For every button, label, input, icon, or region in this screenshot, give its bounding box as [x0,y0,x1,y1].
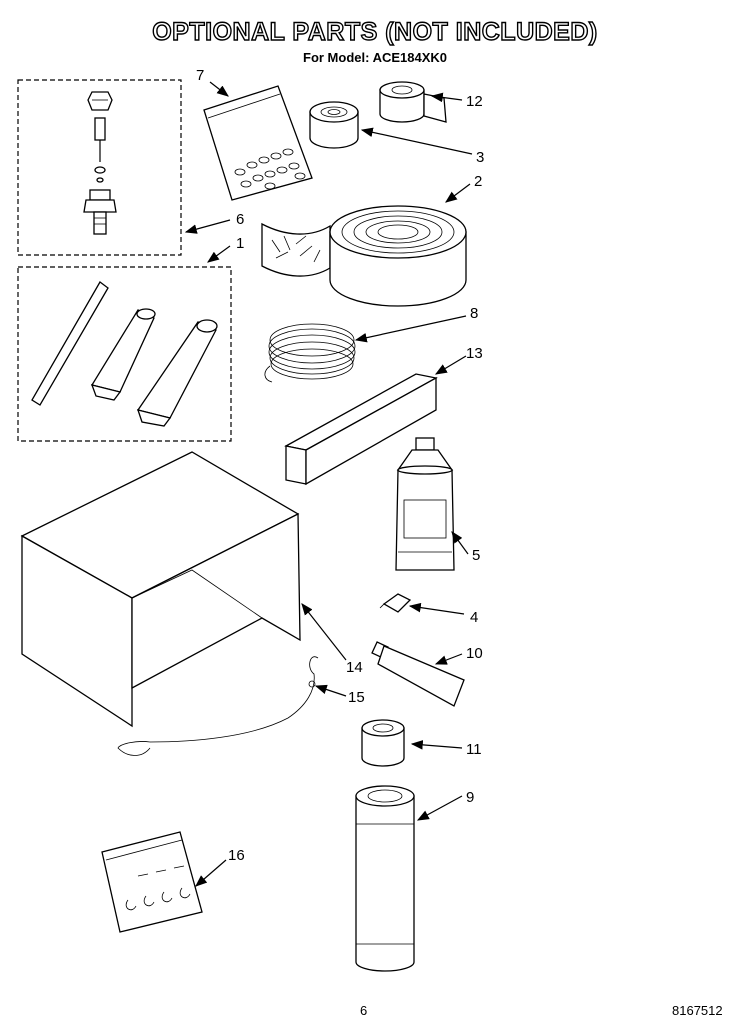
part-1-sealant-kit [17,266,232,442]
callout-15: 15 [348,689,365,706]
part-6-valve-kit [17,79,182,256]
callout-labels: 7 12 3 2 6 1 8 13 5 4 14 10 15 11 9 16 [196,67,484,864]
part-9-spray-can [355,785,415,972]
part-13-foam-strip [284,373,438,486]
part-3-tape-roll [309,101,359,149]
callout-9: 9 [466,789,474,806]
part-11-tape-roll [361,719,405,767]
part-16-clip-bag [101,831,203,933]
part-4-plug [379,593,412,613]
part-10-tube [371,641,465,707]
callout-leaders [184,81,473,887]
part-8-wire-coil [264,323,356,383]
callout-10: 10 [466,645,483,662]
document-number: 8167512 [672,1003,723,1018]
part-5-bottle [395,437,455,571]
page-number: 6 [360,1003,368,1018]
callout-2: 2 [474,173,482,190]
part-2-insulation-roll [261,205,467,307]
callout-16: 16 [228,847,245,864]
page-title: OPTIONAL PARTS (NOT INCLUDED) [152,17,598,46]
callout-4: 4 [470,609,478,626]
part-7-screw-bag [203,85,313,201]
callout-8: 8 [470,305,478,322]
callout-12: 12 [466,93,483,110]
part-14-cover [20,451,301,728]
callout-11: 11 [466,741,482,758]
part-12-tape-roll [379,81,447,123]
part-15-cord [117,656,319,756]
callout-7: 7 [196,67,204,84]
callout-1: 1 [236,235,244,252]
callout-5: 5 [472,547,480,564]
callout-14: 14 [346,659,363,676]
callout-3: 3 [476,149,484,166]
model-subtitle: For Model: ACE184XK0 [303,50,447,65]
callout-6: 6 [236,211,244,228]
callout-13: 13 [466,345,483,362]
